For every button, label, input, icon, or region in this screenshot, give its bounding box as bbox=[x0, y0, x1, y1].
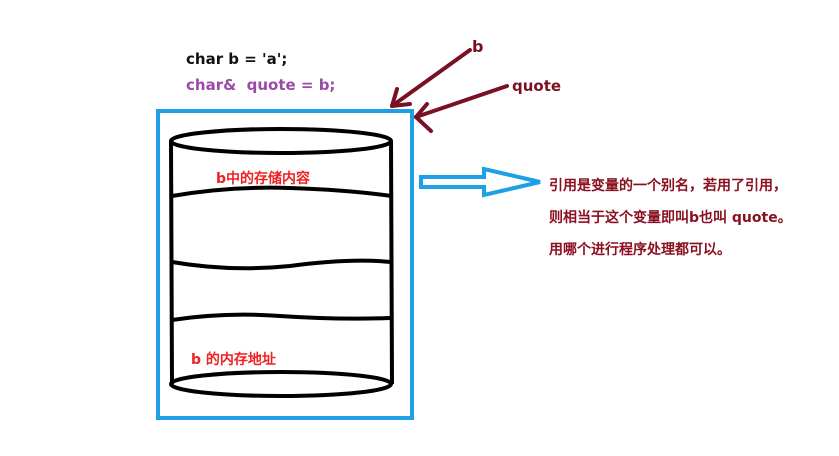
arrow-quote-head-2 bbox=[414, 115, 433, 133]
code-line-reference: char& quote = b; bbox=[186, 76, 336, 94]
arrow-b-head-1 bbox=[390, 87, 399, 108]
cylinder-bottom-ellipse bbox=[169, 370, 393, 398]
cylinder-right-side bbox=[389, 140, 394, 385]
hollow-right-arrow bbox=[419, 166, 541, 198]
memory-box bbox=[156, 109, 414, 420]
code-line-declaration: char b = 'a'; bbox=[186, 50, 288, 68]
cylinder-top-ellipse bbox=[169, 127, 393, 155]
cylinder-left-side bbox=[169, 140, 174, 385]
cylinder-band-3 bbox=[171, 312, 392, 322]
arrow-b-head-2 bbox=[390, 102, 412, 108]
description-line-2: 则相当于这个变量即叫b也叫 quote。 bbox=[549, 210, 792, 226]
description-line-3: 用哪个进行程序处理都可以。 bbox=[549, 242, 731, 258]
arrow-quote bbox=[414, 84, 509, 119]
cylinder-band-2 bbox=[171, 258, 392, 271]
label-memory-address: b 的内存地址 bbox=[191, 352, 276, 368]
label-quote: quote bbox=[512, 77, 562, 95]
arrow-quote-head-1 bbox=[414, 102, 429, 119]
pointer-arrows bbox=[390, 48, 509, 133]
label-storage-content: b中的存储内容 bbox=[216, 171, 311, 187]
storage-cylinder bbox=[169, 127, 394, 398]
description-line-1: 引用是变量的一个别名，若用了引用， bbox=[549, 178, 787, 194]
label-b: b bbox=[472, 37, 484, 56]
arrow-b bbox=[390, 48, 472, 108]
cylinder-band-1 bbox=[171, 185, 392, 198]
